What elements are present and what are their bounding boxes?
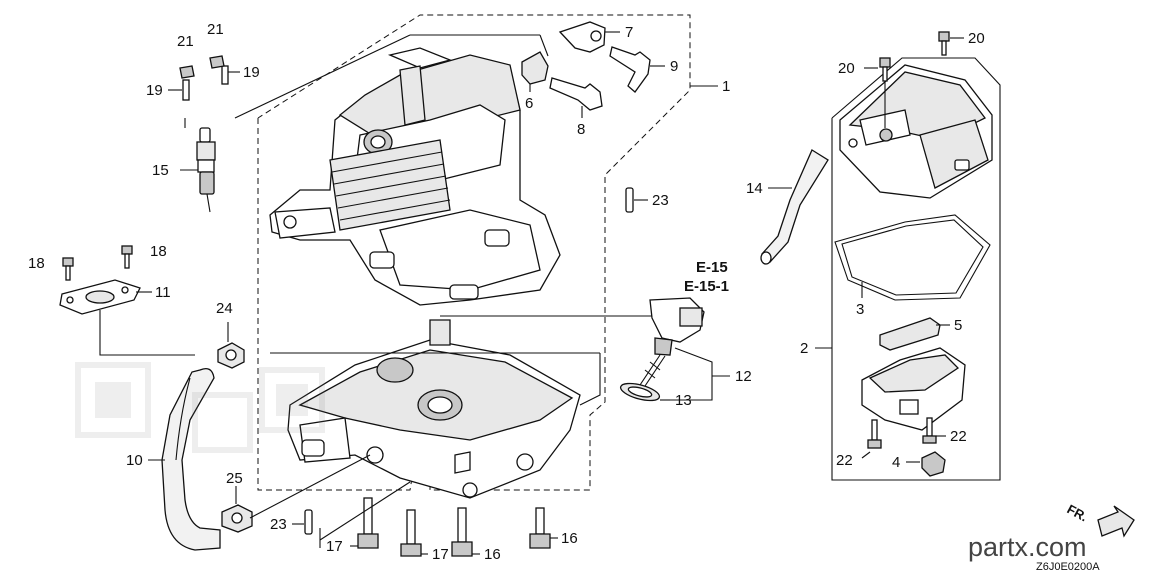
group-boundary-case <box>257 14 691 491</box>
part-20a-bolt <box>879 57 891 82</box>
callout-5: 5 <box>954 317 962 334</box>
group-boundary-cover <box>831 57 1001 481</box>
callout-19a: 19 <box>146 82 163 99</box>
callout-3: 3 <box>856 301 864 318</box>
callout-15: 15 <box>152 162 169 179</box>
part-4-nut <box>921 451 946 477</box>
part-17b-bolt <box>400 509 422 557</box>
diagram-code: Z6J0E0200A <box>1036 561 1100 573</box>
callout-21b: 21 <box>207 21 224 38</box>
part-20b-bolt <box>938 31 950 56</box>
watermark-pattern <box>75 362 325 453</box>
leader-12 <box>668 347 713 401</box>
part-18a <box>62 257 74 281</box>
part-21a <box>179 65 195 79</box>
callout-20b: 20 <box>968 30 985 47</box>
part-16a-bolt <box>451 507 473 557</box>
part-3-gasket <box>834 214 991 301</box>
callout-13: 13 <box>675 392 692 409</box>
part-11-plate <box>59 279 141 315</box>
part-23b-pin <box>304 509 313 535</box>
breather-base <box>861 347 966 431</box>
ref-e15-1: E-15-1 <box>684 278 729 295</box>
callout-6: 6 <box>525 95 533 112</box>
callout-20a: 20 <box>838 60 855 77</box>
callout-17b: 17 <box>432 546 449 563</box>
callout-2: 2 <box>800 340 808 357</box>
part-25-clamp <box>221 486 253 533</box>
leader-11-link <box>99 310 195 356</box>
callout-21a: 21 <box>177 33 194 50</box>
callout-23a: 23 <box>652 192 669 209</box>
part-5-pad <box>879 317 941 351</box>
ref-e15: E-15 <box>696 259 728 276</box>
lower-case-assembly <box>287 319 581 499</box>
part-16b-bolt <box>529 507 551 549</box>
part-22a-bolt <box>867 419 882 449</box>
callout-17a: 17 <box>326 538 343 555</box>
part-13-gasket <box>619 382 661 402</box>
callout-19b: 19 <box>243 64 260 81</box>
leader-22a <box>861 451 871 459</box>
part-15-spark-plug <box>196 127 216 213</box>
part-8 <box>549 77 603 118</box>
part-19b <box>221 65 229 85</box>
callout-7: 7 <box>625 24 633 41</box>
callout-25: 25 <box>226 470 243 487</box>
part-6 <box>521 51 549 92</box>
leader-25-link <box>249 454 371 519</box>
callout-16b: 16 <box>561 530 578 547</box>
leader-12-link <box>579 353 601 406</box>
callout-4: 4 <box>892 454 900 471</box>
part-22b-bolt <box>922 417 937 444</box>
part-9 <box>609 46 665 93</box>
callout-23b: 23 <box>270 516 287 533</box>
watermark-brand: partx.com <box>968 532 1087 562</box>
callout-18a: 18 <box>28 255 45 272</box>
leader-bolt-link <box>319 481 411 541</box>
part-23a-pin <box>625 187 634 213</box>
direction-label: FR. <box>1065 501 1091 524</box>
callout-22b: 22 <box>950 428 967 445</box>
part-7 <box>558 21 620 53</box>
callout-22a: 22 <box>836 452 853 469</box>
callout-11: 11 <box>155 284 171 301</box>
part-14-hose <box>760 149 829 265</box>
direction-arrow <box>1097 505 1135 538</box>
callout-12: 12 <box>735 368 752 385</box>
leader-group-top-3 <box>539 34 549 57</box>
part-10-hose <box>161 367 221 551</box>
callout-14: 14 <box>746 180 763 197</box>
part-18b <box>121 245 133 269</box>
callout-18b: 18 <box>150 243 167 260</box>
callout-1: 1 <box>722 78 730 95</box>
part-21b <box>209 55 225 69</box>
part-17a-bolt <box>357 497 379 549</box>
callout-9: 9 <box>670 58 678 75</box>
callout-10: 10 <box>126 452 143 469</box>
head-cover-top <box>839 64 993 199</box>
leader-group-top <box>234 34 411 119</box>
callout-16a: 16 <box>484 546 501 563</box>
part-12-dipstick <box>639 297 705 387</box>
callout-24: 24 <box>216 300 233 317</box>
callout-8: 8 <box>577 121 585 138</box>
part-19a <box>182 79 190 101</box>
cylinder-head-assembly <box>269 47 561 306</box>
part-24-clamp <box>217 322 245 369</box>
